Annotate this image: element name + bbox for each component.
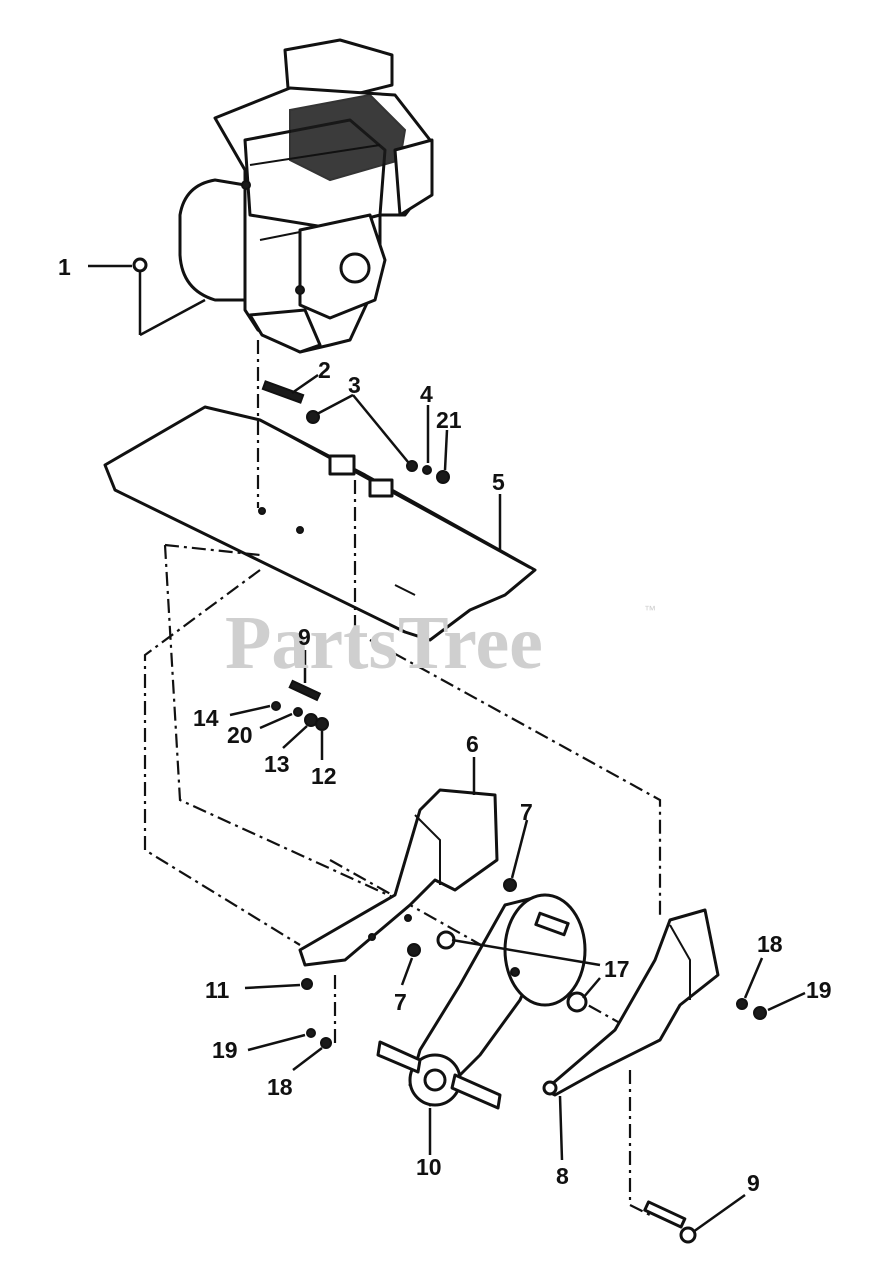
callout-19-right: 19	[806, 977, 832, 1003]
callout-18-right: 18	[757, 931, 783, 957]
tine-shield	[103, 405, 537, 642]
left-side-plate	[298, 788, 499, 967]
callout-6: 6	[466, 731, 479, 757]
callout-9-top: 9	[298, 624, 311, 650]
callout-21: 21	[436, 407, 462, 433]
engine-assembly	[178, 38, 434, 354]
watermark-text: PartsTree	[225, 601, 543, 685]
callout-4: 4	[420, 381, 433, 407]
chain-case	[376, 893, 587, 1110]
callout-2: 2	[318, 357, 331, 383]
callout-17: 17	[604, 956, 630, 982]
callout-9-bottom: 9	[747, 1170, 760, 1196]
callout-3: 3	[348, 372, 361, 398]
callout-10: 10	[416, 1154, 442, 1180]
callout-7-bottom: 7	[394, 989, 407, 1015]
watermark-trademark: ™	[644, 603, 656, 617]
callout-7-top: 7	[520, 799, 533, 825]
callout-12: 12	[311, 763, 337, 789]
right-side-plate	[542, 908, 720, 1097]
hardware	[132, 257, 767, 1244]
leader-lines	[88, 264, 806, 1234]
callout-20: 20	[227, 722, 253, 748]
callout-labels: 1 2 3 4 21 5 9 14 20 13 12 6 7 17 18 19 …	[58, 254, 832, 1196]
callout-19-left: 19	[212, 1037, 238, 1063]
callout-18-left: 18	[267, 1074, 293, 1100]
callout-13: 13	[264, 751, 290, 777]
callout-14: 14	[193, 705, 219, 731]
callout-8: 8	[556, 1163, 569, 1189]
callout-11: 11	[205, 977, 230, 1003]
callout-5: 5	[492, 469, 505, 495]
callout-1: 1	[58, 254, 71, 280]
watermark: PartsTree ™	[225, 601, 656, 685]
